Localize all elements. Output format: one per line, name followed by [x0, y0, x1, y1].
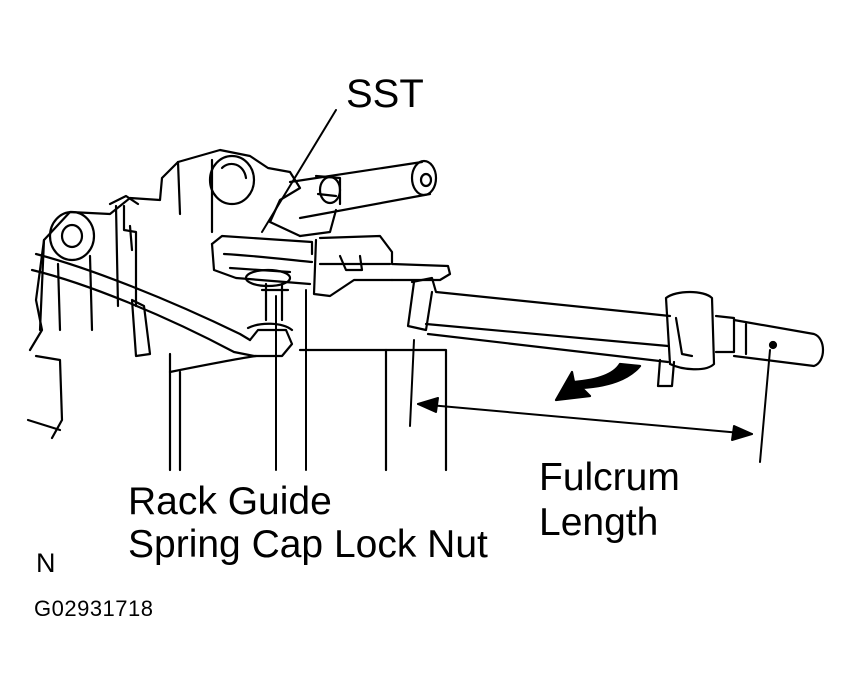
rack-guide-label-line2: Spring Cap Lock Nut: [128, 523, 488, 566]
steering-rod: [288, 159, 438, 220]
leader-lines: [261, 109, 771, 471]
orientation-mark: N: [36, 548, 56, 578]
fulcrum-label-line2: Length: [539, 501, 659, 544]
fulcrum-label-line1: Fulcrum: [539, 456, 680, 499]
sst-label: SST: [346, 72, 424, 116]
rack-guide-label-line1: Rack Guide: [128, 480, 332, 523]
bracket: [108, 194, 152, 358]
rack-guide-label: Rack Guide Spring Cap Lock Nut: [128, 480, 488, 566]
hydraulic-pipe: [30, 252, 294, 358]
lower-housing: [26, 348, 448, 472]
torque-wrench: [406, 276, 825, 388]
figure-code: G02931718: [34, 596, 154, 621]
sst-wrench: [210, 234, 452, 322]
steering-gear-housing: [28, 148, 338, 352]
fulcrum-length-label: Fulcrum Length: [539, 455, 680, 545]
rotation-arrow: [554, 362, 642, 402]
fulcrum-dimension-arrow: [417, 397, 753, 441]
